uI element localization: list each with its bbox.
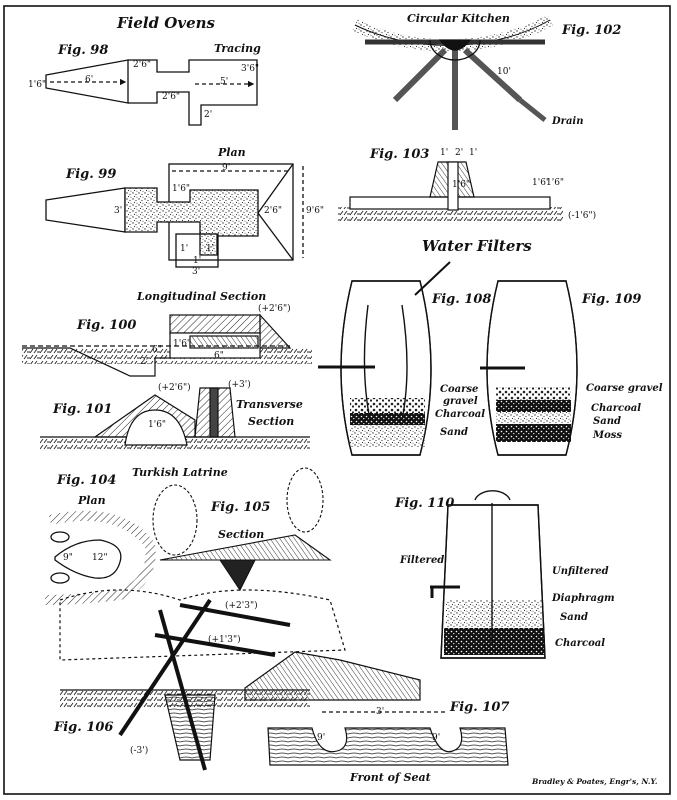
fig103-dim-1: 1' — [440, 148, 449, 158]
fig103-dim-5: 1'6" — [532, 178, 551, 188]
fig103-dim-7: (-1'6") — [568, 211, 597, 221]
fig98-drawing — [45, 59, 258, 126]
fig101-dim-3: 1'6" — [148, 420, 167, 430]
fig106-dim-2: (+1'3") — [208, 635, 241, 645]
fig98-dim-5: 5' — [220, 77, 229, 87]
fig107-dim-2: 9' — [317, 733, 326, 743]
fig108-layer-charcoal: Charcoal — [435, 409, 486, 420]
fig101-dim-1: (+2'6") — [158, 383, 191, 393]
fig109-layer-coarse: Coarse gravel — [586, 383, 663, 394]
fig104-drawing — [44, 510, 156, 605]
fig102-drawing — [352, 14, 553, 130]
fig106-drawing — [59, 589, 421, 771]
fig109-label: Fig. 109 — [582, 292, 642, 307]
fig100-dim-1: (+2'6") — [258, 304, 291, 314]
fig109-drawing — [480, 280, 578, 456]
fig107-caption: Front of Seat — [350, 771, 431, 784]
heading-turkish-latrine: Turkish Latrine — [132, 466, 228, 479]
fig110-diaphragm-label: Diaphragm — [552, 593, 615, 604]
fig107-label: Fig. 107 — [450, 700, 510, 715]
fig102-drain-label: Drain — [552, 116, 584, 127]
fig104-caption: Plan — [78, 494, 106, 507]
fig103-label: Fig. 103 — [370, 147, 430, 162]
fig103-dim-6: 1'6" — [546, 178, 565, 188]
fig101-dim-2: (+3') — [228, 380, 251, 390]
fig98-caption: Tracing — [214, 42, 261, 55]
fig98-dim-2: 6' — [85, 75, 94, 85]
fig100-dim-3: 6" — [152, 345, 162, 355]
fig110-filtered-label: Filtered — [400, 555, 445, 566]
fig102-dim-1: 10' — [497, 67, 511, 77]
fig104-dim-2: 12" — [92, 553, 108, 563]
fig102-caption: Circular Kitchen — [407, 12, 510, 25]
fig108-layer-sand: Sand — [440, 427, 468, 438]
fig108-layer-coarse-line1: Coarse — [440, 384, 479, 395]
fig103-dim-4: 1'6" — [452, 180, 471, 190]
fig109-layer-moss: Moss — [593, 430, 622, 441]
fig108-drawing — [318, 261, 451, 456]
fig105-caption: Section — [218, 528, 265, 541]
fig101-label: Fig. 101 — [53, 402, 113, 417]
fig98-dim-3: 2'6" — [133, 60, 152, 70]
fig107-drawing — [267, 711, 509, 766]
fig110-sand-label: Sand — [560, 612, 588, 623]
fig106-dim-1: (+2'3") — [225, 601, 258, 611]
fig106-dim-3: (-3') — [130, 746, 149, 756]
fig101-caption-line2: Section — [248, 415, 295, 428]
fig100-caption: Longitudinal Section — [137, 290, 267, 303]
heading-field-ovens: Field Ovens — [117, 14, 215, 32]
fig99-dim-7: 1' — [206, 244, 215, 254]
fig99-dim-2: 1'6" — [172, 184, 191, 194]
fig102-label: Fig. 102 — [562, 23, 622, 38]
fig98-dim-7: 2' — [204, 110, 213, 120]
fig98-dim-4: 2'6" — [162, 92, 181, 102]
fig101-caption-line1: Transverse — [236, 398, 303, 411]
fig107-dim-3: 9' — [432, 733, 441, 743]
fig99-dim-6: 1' — [180, 244, 189, 254]
fig103-dim-2: 2' — [455, 148, 464, 158]
fig100-label: Fig. 100 — [77, 318, 137, 333]
fig110-charcoal-label: Charcoal — [555, 638, 606, 649]
fig99-dim-9: 3' — [192, 267, 201, 277]
fig98-label: Fig. 98 — [58, 43, 109, 58]
fig109-layer-charcoal: Charcoal — [591, 403, 642, 414]
fig99-dim-5: 9'6" — [306, 206, 325, 216]
fig104-dim-1: 9" — [63, 553, 73, 563]
fig99-caption: Plan — [218, 146, 246, 159]
fig104-label: Fig. 104 — [57, 473, 117, 488]
fig105-label: Fig. 105 — [211, 500, 271, 515]
fig109-layer-sand: Sand — [593, 416, 621, 427]
heading-water-filters: Water Filters — [422, 237, 532, 255]
fig105-drawing — [152, 467, 332, 592]
fig101-drawing — [40, 387, 310, 451]
fig99-dim-1: 9' — [222, 163, 231, 173]
fig110-unfiltered-label: Unfiltered — [552, 566, 609, 577]
fig108-label: Fig. 108 — [432, 292, 492, 307]
fig99-label: Fig. 99 — [66, 167, 117, 182]
fig103-drawing — [338, 161, 563, 221]
engraver-credit: Bradley & Poates, Engr's, N.Y. — [532, 777, 658, 786]
fig99-dim-4: 2'6" — [264, 206, 283, 216]
fig98-dim-6: 3'6" — [241, 64, 260, 74]
fig100-dim-2: 2' — [140, 357, 149, 367]
fig98-dim-1: 1'6" — [28, 80, 47, 90]
fig99-dim-8: 1' — [193, 256, 202, 266]
fig103-dim-3: 1' — [469, 148, 478, 158]
fig107-dim-1: 3' — [376, 707, 385, 717]
fig99-dim-3: 3' — [114, 206, 123, 216]
fig100-dim-5: 6" — [214, 351, 224, 361]
fig108-layer-coarse-line2: gravel — [443, 396, 478, 407]
fig110-label: Fig. 110 — [395, 496, 455, 511]
fig100-dim-4: 1'6" — [173, 339, 192, 349]
fig106-label: Fig. 106 — [54, 720, 114, 735]
fig99-drawing — [45, 163, 304, 268]
fig110-drawing — [430, 490, 546, 659]
fig100-drawing — [22, 313, 312, 377]
plate-border — [3, 5, 671, 795]
